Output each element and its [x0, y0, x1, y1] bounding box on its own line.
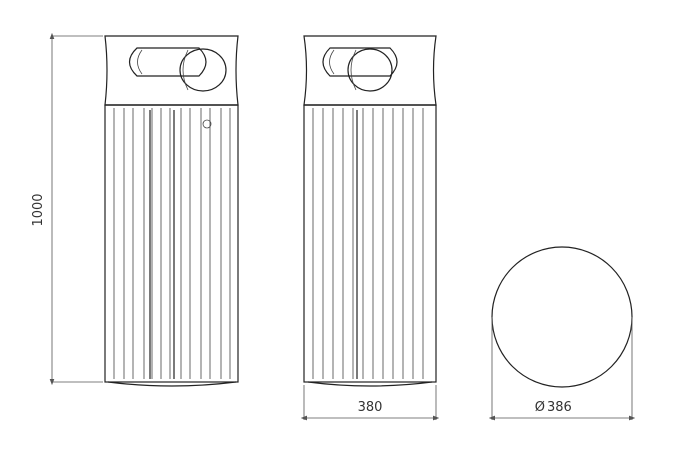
- top-view: [491, 246, 633, 388]
- width-dimension-label: 380: [358, 400, 383, 415]
- front-view: [104, 35, 239, 387]
- width-dimension: 380: [300, 385, 440, 421]
- height-dimension-label: 1000: [31, 193, 46, 226]
- side-view: [303, 35, 437, 387]
- height-dimension: 1000: [31, 32, 103, 386]
- diameter-symbol: Ø: [535, 400, 545, 415]
- diameter-dimension-label: 386: [547, 400, 572, 415]
- diameter-dimension: Ø 386: [488, 317, 636, 421]
